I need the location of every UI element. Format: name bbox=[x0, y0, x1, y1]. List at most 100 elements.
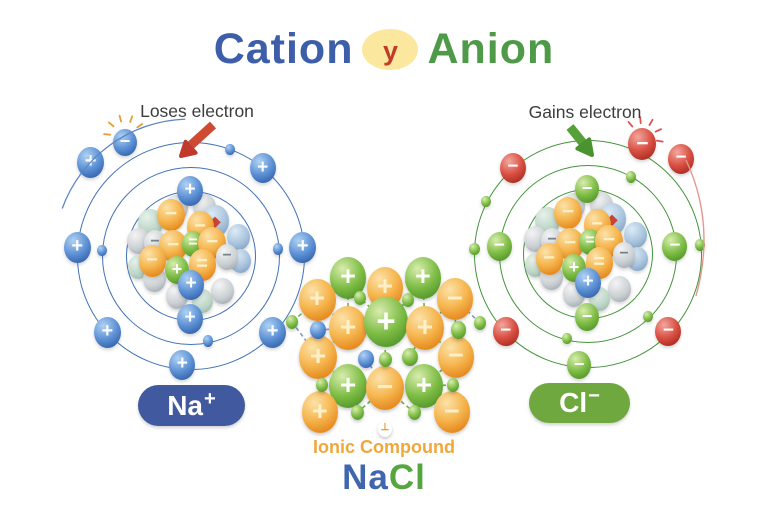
sphere-sign: − bbox=[573, 353, 585, 374]
sphere-sign: − bbox=[662, 319, 674, 341]
electron: + bbox=[249, 153, 276, 184]
sphere-sign: + bbox=[184, 307, 196, 329]
electron-dot bbox=[694, 239, 705, 251]
title-conjunction: y bbox=[382, 36, 398, 66]
sphere-sign: + bbox=[185, 273, 197, 295]
sphere-sign: + bbox=[171, 258, 183, 279]
nucleus-particle: − bbox=[535, 243, 563, 275]
nucleus-particle bbox=[623, 221, 647, 249]
nucleus-particle: + bbox=[178, 270, 204, 300]
sodium-charge: + bbox=[204, 387, 216, 410]
lattice-ion: + bbox=[298, 278, 336, 322]
sphere-sign: − bbox=[444, 395, 460, 426]
sphere-sign: + bbox=[339, 369, 357, 400]
electron: + bbox=[177, 304, 203, 334]
sphere-sign: − bbox=[636, 131, 649, 155]
electron-dot bbox=[225, 143, 236, 156]
sphere-sign: + bbox=[101, 320, 114, 343]
sphere-sign: − bbox=[500, 319, 512, 341]
sphere-sign: + bbox=[568, 256, 580, 277]
sphere-sign: − bbox=[205, 230, 219, 254]
sphere-sign: + bbox=[582, 271, 594, 293]
lattice-ion: + bbox=[329, 306, 368, 350]
sphere-sign: + bbox=[339, 310, 357, 342]
sphere-sign: + bbox=[309, 283, 325, 314]
lattice-small-sphere: ⊥ bbox=[378, 421, 392, 437]
chloride-symbol: Cl bbox=[559, 387, 588, 418]
lattice-ion: − bbox=[366, 366, 404, 410]
sphere-sign: − bbox=[591, 212, 603, 235]
lattice-small-sphere bbox=[408, 405, 422, 421]
sphere-sign: + bbox=[416, 310, 434, 342]
sphere-sign: − bbox=[493, 235, 505, 257]
sphere-sign: − bbox=[619, 244, 629, 262]
electron: − bbox=[662, 232, 688, 262]
lattice-ion: + bbox=[299, 335, 338, 379]
lattice-small-sphere bbox=[350, 405, 364, 421]
nucleus-particle bbox=[607, 275, 631, 303]
electron-dot bbox=[626, 171, 636, 183]
sphere-sign: − bbox=[447, 282, 463, 313]
nucleus-particle bbox=[210, 277, 234, 305]
lattice-small-sphere bbox=[450, 321, 466, 339]
sphere-sign: − bbox=[222, 246, 232, 264]
lattice-ion: + bbox=[301, 391, 338, 433]
sphere-sign: + bbox=[376, 302, 396, 340]
lattice-ion: + bbox=[404, 257, 441, 299]
gains-electron-label: Gains electron bbox=[528, 102, 642, 122]
sphere-sign: ◆ bbox=[209, 212, 221, 229]
sphere-sign: − bbox=[547, 230, 557, 248]
lattice-small-sphere bbox=[446, 378, 459, 392]
sphere-sign: ⊥ bbox=[380, 421, 390, 433]
electron: + bbox=[93, 316, 121, 348]
nucleus-particle: + bbox=[575, 268, 601, 298]
sphere-sign: + bbox=[71, 235, 84, 258]
sodium-ion-badge: Na+ bbox=[138, 385, 245, 426]
electron-dot bbox=[203, 335, 214, 347]
ionic-lattice: ++++−++++−+−++−⊥ bbox=[283, 257, 487, 437]
electron: + bbox=[259, 316, 287, 348]
sphere-sign: − bbox=[146, 248, 158, 271]
electron: − bbox=[486, 232, 512, 262]
sphere-sign: = bbox=[196, 252, 208, 275]
sphere-sign: + bbox=[312, 395, 328, 426]
chloride-charge: − bbox=[588, 385, 600, 408]
sphere-sign: + bbox=[377, 271, 393, 302]
electron: − bbox=[567, 350, 592, 379]
sphere-sign: − bbox=[194, 214, 206, 237]
electron: − bbox=[668, 144, 695, 174]
sphere-sign: − bbox=[543, 246, 555, 269]
electron: − bbox=[655, 316, 682, 347]
sphere-sign: − bbox=[376, 370, 394, 402]
sphere-sign: + bbox=[296, 235, 309, 258]
cation-atom: ◆−−−−=−−−=+++++++++++− bbox=[60, 115, 320, 385]
lattice-small-sphere bbox=[358, 349, 375, 369]
sphere-sign: + bbox=[415, 261, 431, 292]
sphere-sign: − bbox=[166, 233, 180, 257]
nucleus-particle: − bbox=[613, 242, 635, 268]
sphere-sign: − bbox=[581, 305, 593, 326]
ionic-compound-label: Ionic Compound bbox=[313, 437, 455, 457]
nucleus-particle: − bbox=[157, 198, 185, 232]
sphere-sign: + bbox=[266, 320, 279, 343]
lattice-small-sphere bbox=[402, 347, 419, 367]
lattice-ion: − bbox=[437, 336, 474, 378]
electron-dot bbox=[272, 243, 283, 255]
lattice-ion: + bbox=[364, 296, 409, 348]
electron: + bbox=[169, 349, 196, 380]
lattice-small-sphere bbox=[285, 315, 298, 329]
sphere-sign: = bbox=[188, 233, 198, 251]
electron: + bbox=[77, 146, 105, 178]
electron: − bbox=[575, 175, 599, 203]
sphere-sign: + bbox=[340, 261, 356, 292]
burst-rays bbox=[627, 116, 664, 143]
electron: − bbox=[575, 303, 599, 331]
formula-chloride-part: Cl bbox=[388, 458, 426, 497]
sphere-sign: − bbox=[669, 235, 681, 257]
sphere-sign: = bbox=[593, 250, 605, 273]
lattice-small-sphere bbox=[315, 378, 328, 392]
lattice-small-sphere bbox=[474, 316, 487, 330]
sphere-sign: + bbox=[84, 150, 97, 173]
electron: + bbox=[289, 231, 317, 263]
sodium-symbol: Na bbox=[167, 389, 203, 421]
